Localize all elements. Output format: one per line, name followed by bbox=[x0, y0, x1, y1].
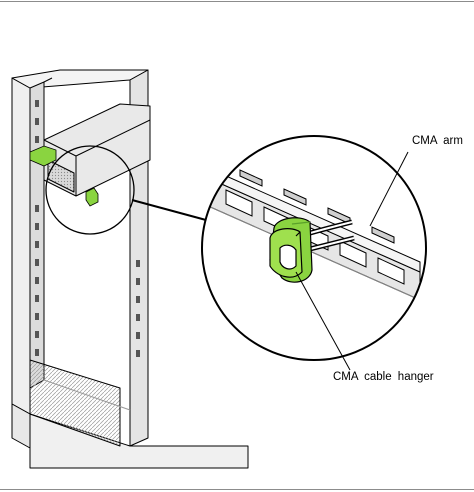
zoom-connector bbox=[131, 199, 207, 221]
rack-side-panel bbox=[11, 77, 31, 415]
top-rule bbox=[0, 1, 474, 2]
rack-left-post bbox=[29, 81, 45, 389]
detail-callout-small bbox=[45, 145, 135, 235]
detail-callout-large bbox=[201, 135, 427, 361]
cma-arm-leader bbox=[369, 151, 409, 227]
cable-hanger-leader bbox=[295, 271, 351, 371]
cma-bracket-small bbox=[29, 145, 99, 207]
rack-post-holes bbox=[35, 100, 140, 357]
cma-arm-label: CMA arm bbox=[412, 135, 463, 147]
cma-cable-hanger bbox=[269, 217, 313, 283]
cma-cable-hanger-label: CMA cable hanger bbox=[333, 371, 434, 383]
bottom-rule bbox=[0, 489, 474, 490]
rack-bottom-vent bbox=[29, 359, 121, 447]
rack-top bbox=[11, 69, 149, 89]
server-chassis bbox=[43, 103, 151, 197]
